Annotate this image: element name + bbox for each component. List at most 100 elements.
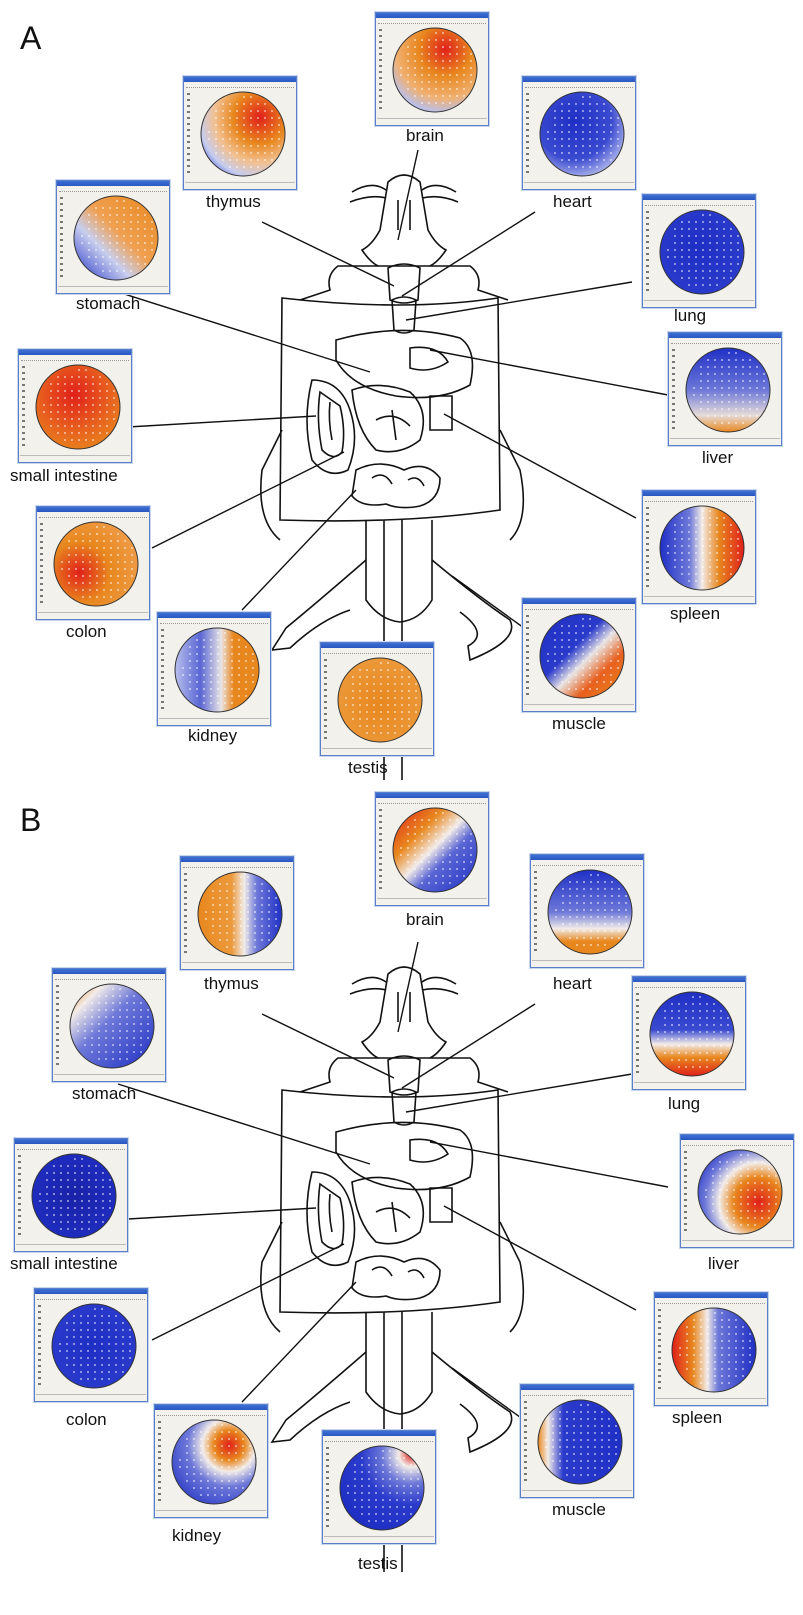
window-toolbar [646, 507, 649, 591]
liver-label: liver [708, 1254, 739, 1274]
window-statusbar [522, 1490, 632, 1496]
kidney-heatmap-window [157, 612, 271, 726]
window-statusbar [322, 748, 432, 754]
window-statusbar [324, 1536, 434, 1542]
colon-heatmap-window [34, 1288, 148, 1402]
stomach-sphere-map [67, 981, 157, 1071]
window-titlebar [376, 793, 488, 798]
window-toolbar [379, 809, 382, 893]
colon-heatmap-window [36, 506, 150, 620]
colon-label: colon [66, 1410, 107, 1430]
spleen-label: spleen [670, 604, 720, 624]
window-toolbar [22, 366, 25, 450]
muscle-heatmap-window [522, 598, 636, 712]
window-statusbar [670, 438, 780, 444]
window-statusbar [532, 960, 642, 966]
window-toolbar [534, 871, 537, 955]
panel-b: B [0, 792, 803, 1592]
small-intestine-heatmap-window [18, 349, 132, 463]
testis-heatmap-window [322, 1430, 436, 1544]
window-toolbar [524, 1401, 527, 1485]
kidney-sphere-map [169, 1417, 259, 1507]
window-toolbar [324, 659, 327, 743]
window-titlebar [35, 1289, 147, 1294]
window-statusbar [682, 1240, 792, 1246]
window-menubar [323, 650, 431, 654]
kidney-sphere-map [172, 625, 262, 715]
testis-sphere-map [337, 1443, 427, 1533]
window-titlebar [158, 613, 270, 618]
window-toolbar [187, 93, 190, 177]
window-toolbar [38, 1305, 41, 1389]
heart-label: heart [553, 974, 592, 994]
window-statusbar [524, 182, 634, 188]
testis-heatmap-window [320, 642, 434, 756]
window-statusbar [159, 718, 269, 724]
small-intestine-label: small intestine [10, 466, 118, 486]
window-toolbar [40, 523, 43, 607]
brain-heatmap-window [375, 792, 489, 906]
window-toolbar [636, 993, 639, 1077]
window-titlebar [523, 77, 635, 82]
stomach-heatmap-window [52, 968, 166, 1082]
window-statusbar [634, 1082, 744, 1088]
window-menubar [657, 1300, 765, 1304]
window-statusbar [377, 898, 487, 904]
window-menubar [325, 1438, 433, 1442]
window-menubar [37, 1296, 145, 1300]
window-titlebar [19, 350, 131, 355]
window-menubar [39, 514, 147, 518]
heart-sphere-map [537, 89, 627, 179]
stomach-label: stomach [76, 294, 140, 314]
window-titlebar [633, 977, 745, 982]
colon-sphere-map [51, 519, 141, 609]
window-statusbar [182, 962, 292, 968]
window-titlebar [15, 1139, 127, 1144]
testis-sphere-map [335, 655, 425, 745]
window-menubar [378, 20, 486, 24]
thymus-label: thymus [206, 192, 261, 212]
window-toolbar [646, 211, 649, 295]
leader-lines [118, 942, 668, 1420]
window-statusbar [156, 1510, 266, 1516]
colon-label: colon [66, 622, 107, 642]
muscle-sphere-map [537, 611, 627, 701]
window-titlebar [643, 491, 755, 496]
muscle-heatmap-window [520, 1384, 634, 1498]
brain-label: brain [406, 126, 444, 146]
window-menubar [525, 606, 633, 610]
lung-sphere-map [657, 207, 747, 297]
lung-heatmap-window [642, 194, 756, 308]
window-menubar [59, 188, 167, 192]
leader-lines [118, 150, 668, 628]
window-titlebar [523, 599, 635, 604]
window-toolbar [161, 629, 164, 713]
window-statusbar [20, 455, 130, 461]
liver-heatmap-window [668, 332, 782, 446]
window-menubar [525, 84, 633, 88]
spleen-heatmap-window [654, 1292, 768, 1406]
window-titlebar [53, 969, 165, 974]
window-statusbar [38, 612, 148, 618]
small-intestine-heatmap-window [14, 1138, 128, 1252]
small-intestine-label: small intestine [10, 1254, 118, 1274]
thymus-label: thymus [204, 974, 259, 994]
window-titlebar [181, 857, 293, 862]
window-toolbar [379, 29, 382, 113]
window-menubar [17, 1146, 125, 1150]
window-toolbar [326, 1447, 329, 1531]
window-menubar [21, 357, 129, 361]
brain-heatmap-window [375, 12, 489, 126]
window-toolbar [672, 349, 675, 433]
window-statusbar [16, 1244, 126, 1250]
lung-sphere-map [647, 989, 737, 1079]
panel-a: A [0, 0, 803, 800]
window-titlebar [521, 1385, 633, 1390]
thymus-heatmap-window [183, 76, 297, 190]
muscle-sphere-map [535, 1397, 625, 1487]
small-intestine-sphere-map [29, 1151, 119, 1241]
liver-label: liver [702, 448, 733, 468]
window-statusbar [36, 1394, 146, 1400]
window-titlebar [184, 77, 296, 82]
spleen-label: spleen [672, 1408, 722, 1428]
